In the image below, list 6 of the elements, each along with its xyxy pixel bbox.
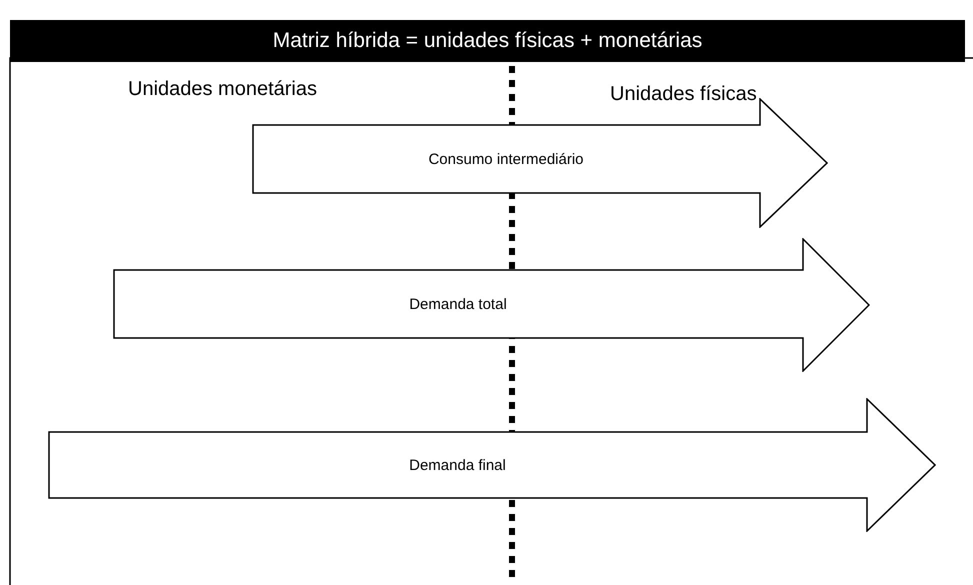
column-label: Unidades físicas (610, 83, 757, 106)
arrow-label: Consumo intermediário (428, 150, 584, 168)
arrow-label: Demanda total (409, 296, 507, 312)
title-bar: Matriz híbrida = unidades físicas + monetárias (10, 20, 965, 62)
arrow-label: Demanda final (409, 456, 506, 474)
column-label: Unidades monetárias (128, 78, 317, 101)
